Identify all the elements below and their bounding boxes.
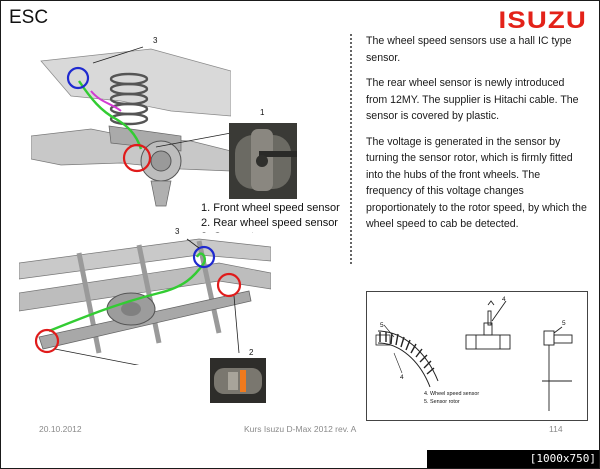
callout-1-photo: 1 — [260, 108, 265, 117]
callout-3-rear: 3 — [175, 227, 180, 236]
legend-item-rear-sensor: 2. Rear wheel speed sensor — [201, 216, 338, 229]
legend-item-front-sensor: 1. Front wheel speed sensor — [201, 202, 340, 214]
description-text: The wheel speed sensors use a hall IC ty… — [366, 33, 588, 242]
footer-course: Kurs Isuzu D-Max 2012 rev. A — [244, 424, 357, 434]
label-5-left: 5 — [380, 322, 384, 329]
paragraph-voltage: The voltage is generated in the sensor b… — [366, 135, 587, 231]
callout-3-front: 3 — [153, 36, 158, 45]
rotor-arc-graphic — [375, 324, 439, 388]
sensor-side-view-graphic — [465, 300, 511, 350]
sensor-front-view-graphic — [542, 326, 573, 411]
front-suspension-illustration — [31, 41, 231, 211]
diagram-legend-4: 4. Wheel speed sensor — [424, 391, 479, 397]
footer-page-number: 114 — [549, 424, 563, 434]
paragraph-rear-sensor: The rear wheel sensor is newly introduce… — [366, 77, 579, 122]
label-4-top: 4 — [502, 296, 506, 303]
slide-title: ESC — [9, 7, 49, 28]
isuzu-logo: ISUZU — [498, 7, 587, 34]
coil-spring-graphic — [109, 72, 149, 126]
diagram-legend-5: 5. Sensor rotor — [424, 399, 460, 405]
watermark: [1000x750] https://upic.me/ — [427, 450, 599, 468]
label-5-right: 5 — [562, 320, 566, 327]
footer-date: 20.10.2012 — [39, 424, 82, 434]
callout-2-photo: 2 — [249, 348, 254, 357]
callout-front-connector: 3 — [153, 36, 158, 45]
rear-axle-illustration — [19, 233, 271, 365]
rear-wheel-sensor-photo — [210, 358, 266, 403]
label-4-left: 4 — [400, 374, 404, 381]
column-separator — [350, 34, 352, 264]
sensor-rotor-diagram: 5 4 4 5 4. Wheel speed sensor 5. Sensor … — [366, 291, 588, 421]
paragraph-hall-ic: The wheel speed sensors use a hall IC ty… — [366, 35, 572, 64]
front-wheel-sensor-photo — [229, 123, 297, 199]
